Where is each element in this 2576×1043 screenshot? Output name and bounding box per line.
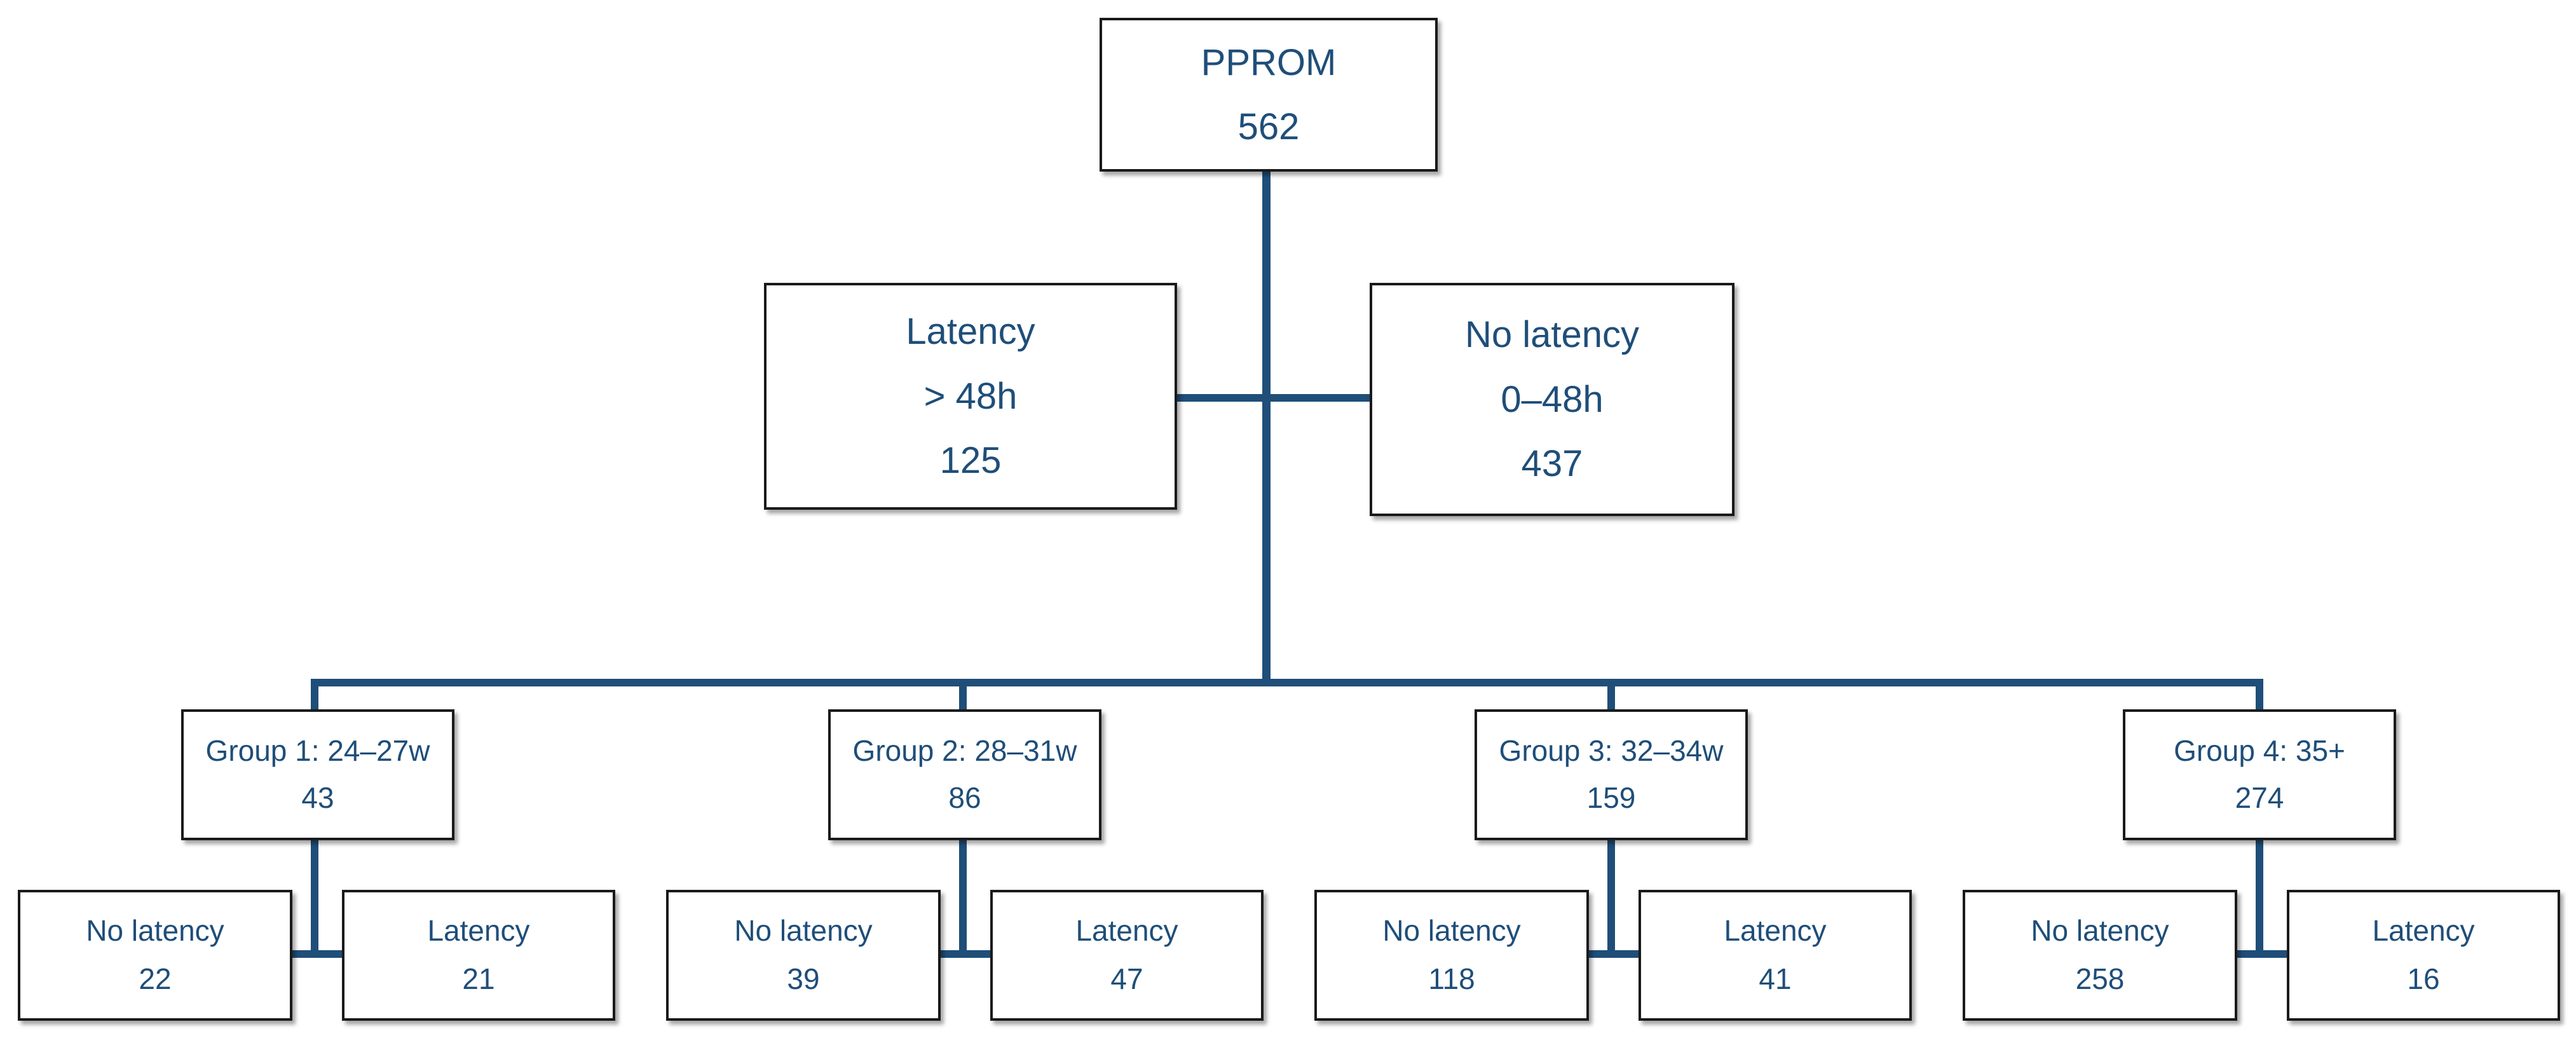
trunk-line — [1262, 170, 1271, 685]
leaf-label: No latency — [86, 914, 224, 948]
leaf-label: No latency — [734, 914, 873, 948]
no-latency-range: 0–48h — [1501, 378, 1604, 420]
group-1-box: Group 1: 24–27w 43 — [181, 709, 454, 840]
latency-label: Latency — [906, 311, 1035, 353]
group-count: 274 — [2235, 781, 2284, 814]
latency-connector — [1176, 394, 1265, 402]
group-3-latency-box: Latency 41 — [1639, 890, 1912, 1021]
group-label: Group 4: 35+ — [2174, 734, 2345, 768]
leaf-count: 118 — [1428, 962, 1475, 995]
group-count: 43 — [301, 781, 334, 814]
group-1-no-latency-box: No latency 22 — [18, 890, 292, 1021]
leaf-count: 258 — [2075, 962, 2125, 995]
group-2-split — [941, 950, 992, 958]
latency-box: Latency > 48h 125 — [764, 283, 1177, 510]
group-4-drop — [2256, 679, 2263, 711]
group-label: Group 1: 24–27w — [205, 734, 430, 768]
group-4-split — [2237, 950, 2288, 958]
group-3-stem — [1607, 839, 1615, 958]
no-latency-box: No latency 0–48h 437 — [1370, 283, 1734, 516]
leaf-count: 41 — [1759, 962, 1792, 995]
leaf-count: 16 — [2407, 962, 2440, 995]
leaf-count: 21 — [462, 962, 495, 995]
latency-range: > 48h — [923, 375, 1018, 417]
group-2-stem — [959, 839, 967, 958]
group-3-no-latency-box: No latency 118 — [1314, 890, 1589, 1021]
leaf-count: 39 — [787, 962, 820, 995]
group-label: Group 3: 32–34w — [1499, 734, 1724, 768]
no-latency-label: No latency — [1464, 314, 1640, 356]
group-1-split — [292, 950, 343, 958]
group-4-no-latency-box: No latency 258 — [1963, 890, 2237, 1021]
no-latency-connector — [1268, 394, 1371, 402]
leaf-label: Latency — [2372, 914, 2475, 948]
leaf-label: Latency — [427, 914, 530, 948]
groups-bar — [311, 679, 2262, 686]
group-2-box: Group 2: 28–31w 86 — [828, 709, 1101, 840]
root-label: PPROM — [1201, 41, 1337, 83]
latency-count: 125 — [939, 440, 1002, 482]
leaf-label: No latency — [2031, 914, 2169, 948]
no-latency-count: 437 — [1521, 443, 1583, 485]
group-count: 159 — [1586, 781, 1636, 814]
group-label: Group 2: 28–31w — [852, 734, 1077, 768]
group-3-split — [1589, 950, 1640, 958]
leaf-label: Latency — [1724, 914, 1827, 948]
group-3-drop — [1607, 679, 1615, 711]
group-4-stem — [2256, 839, 2263, 958]
group-1-latency-box: Latency 21 — [342, 890, 615, 1021]
leaf-count: 22 — [139, 962, 172, 995]
group-2-drop — [959, 679, 967, 711]
group-4-latency-box: Latency 16 — [2287, 890, 2560, 1021]
root-count: 562 — [1237, 106, 1300, 147]
group-2-no-latency-box: No latency 39 — [666, 890, 941, 1021]
group-4-box: Group 4: 35+ 274 — [2123, 709, 2396, 840]
leaf-count: 47 — [1110, 962, 1143, 995]
group-1-stem — [311, 839, 318, 958]
group-3-box: Group 3: 32–34w 159 — [1475, 709, 1748, 840]
group-count: 86 — [948, 781, 981, 814]
group-2-latency-box: Latency 47 — [990, 890, 1264, 1021]
leaf-label: Latency — [1075, 914, 1178, 948]
group-1-drop — [311, 679, 318, 711]
root-box: PPROM 562 — [1100, 18, 1438, 172]
leaf-label: No latency — [1382, 914, 1521, 948]
